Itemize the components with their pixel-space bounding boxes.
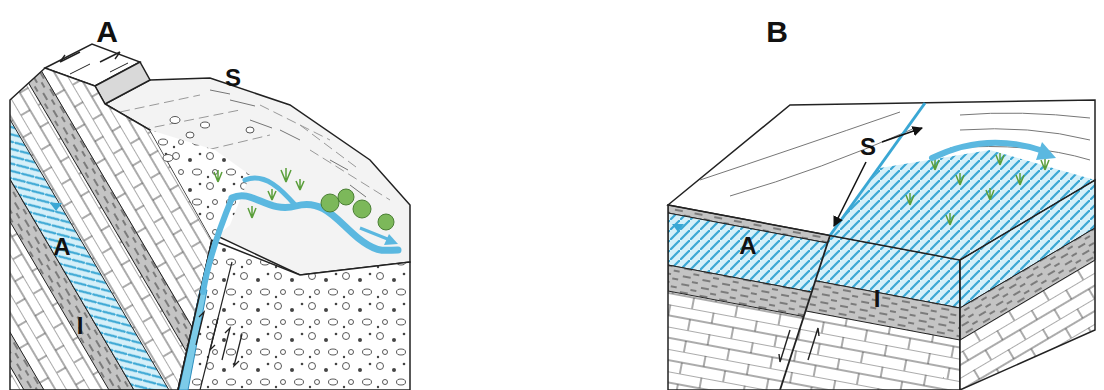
panel-letter: A [96, 17, 118, 47]
scarp-lines [70, 63, 128, 74]
grass-tuft [956, 173, 964, 185]
outflow-arrowhead [1036, 142, 1056, 160]
fault-water [179, 290, 207, 390]
fault-arrows [196, 312, 242, 366]
tree [353, 200, 371, 218]
panel-a-block [0, 44, 410, 390]
aquifer-layer [0, 60, 169, 390]
fault-arrows [60, 52, 120, 62]
stream-branch [245, 178, 296, 206]
scree [150, 130, 250, 240]
grass-tuft [281, 168, 291, 182]
grass-tuft [996, 153, 1004, 165]
grass-tufts [906, 153, 1049, 225]
boulder [163, 155, 173, 162]
layer-label: I [77, 314, 84, 338]
layers-right-of-fault [668, 205, 960, 340]
layer-label: I [874, 287, 881, 311]
outflow-arrow [932, 143, 1040, 158]
leader-arrow [882, 128, 922, 142]
spring-label: S [225, 66, 241, 90]
boulders [163, 117, 254, 162]
flow-arrowhead [384, 234, 398, 245]
limestone-outline [10, 68, 212, 390]
fault-arrows [779, 328, 819, 362]
scarp-face [95, 62, 150, 104]
grass-tuft [906, 193, 914, 205]
water-table-mark [50, 203, 62, 211]
fault-line [780, 236, 830, 390]
impermeable-layer [668, 253, 960, 340]
layers-left-of-fault [668, 205, 960, 346]
dipping-layers [0, 60, 229, 390]
tree [378, 214, 394, 230]
grass-tuft [986, 188, 994, 200]
water-table-mark [672, 224, 684, 232]
tree [321, 194, 339, 212]
spring-label: S [860, 135, 876, 159]
grass-tuft [296, 179, 304, 190]
impermeable-layer [960, 228, 1095, 340]
grass-tuft [1041, 158, 1049, 170]
stream [232, 196, 398, 251]
panel-b-block [668, 100, 1095, 390]
side-face-outline [960, 180, 1095, 390]
gravel-fill [178, 240, 410, 390]
grass-tuft [248, 206, 256, 218]
limestone-front [668, 205, 960, 390]
grass-tufts [214, 168, 304, 218]
boulder [170, 117, 180, 124]
grass-tuft [946, 213, 954, 225]
boulder [201, 122, 210, 128]
spring-line [830, 103, 925, 236]
grass-tuft [268, 189, 276, 200]
spring-outflow [203, 198, 232, 292]
grass-tuft [214, 170, 222, 182]
panel-letter: B [766, 17, 788, 47]
limestone-side [960, 180, 1095, 390]
layer-label: A [53, 235, 70, 259]
layer-label: A [739, 234, 756, 258]
leader-arrow [834, 162, 866, 226]
trees [321, 189, 394, 230]
tree [338, 189, 354, 205]
front-face-outline [668, 205, 960, 390]
grass-tuft [1016, 173, 1024, 185]
boulder [186, 132, 194, 138]
boulder [246, 127, 254, 133]
impermeable-layer [0, 60, 44, 390]
